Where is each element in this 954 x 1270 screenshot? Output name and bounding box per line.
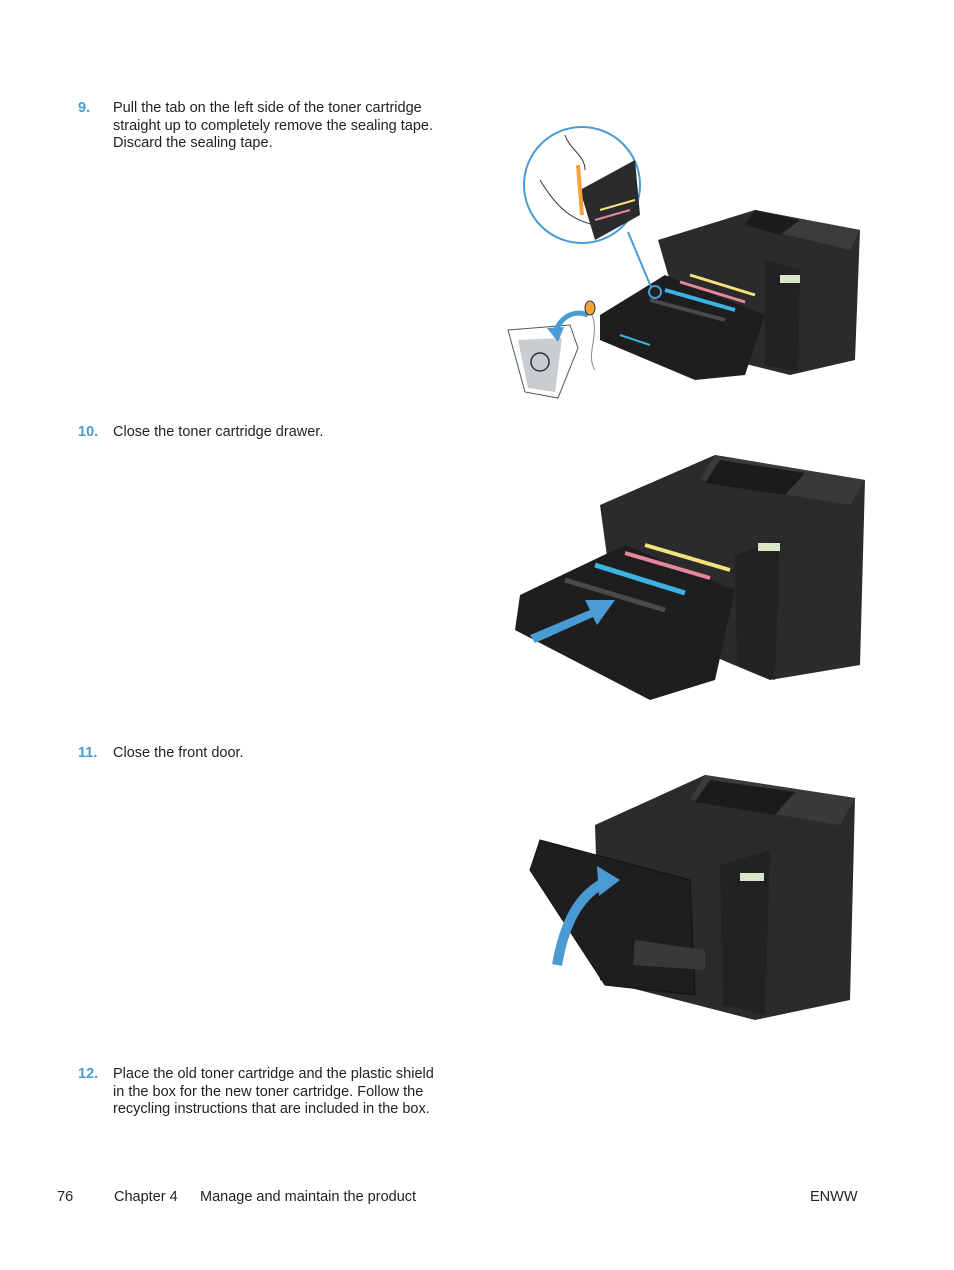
step-number: 11. [78, 745, 98, 761]
step-text: Place the old toner cartridge and the pl… [113, 1066, 434, 1118]
step-text: Pull the tab on the left side of the ton… [113, 100, 433, 152]
step-number: 9. [78, 100, 91, 116]
doc-code: ENWW [810, 1189, 858, 1205]
step-number: 12. [78, 1066, 99, 1082]
remove-sealing-tape-illustration [507, 126, 860, 399]
chapter-label: Chapter 4 [114, 1189, 178, 1205]
step-text: Close the front door. [113, 745, 244, 761]
step-number: 10. [78, 424, 99, 440]
chapter-title: Manage and maintain the product [200, 1189, 417, 1205]
close-toner-drawer-illustration [515, 455, 865, 700]
step-text: Close the toner cartridge drawer. [113, 424, 324, 440]
page-number: 76 [57, 1189, 74, 1205]
close-front-door-illustration [529, 775, 855, 1020]
